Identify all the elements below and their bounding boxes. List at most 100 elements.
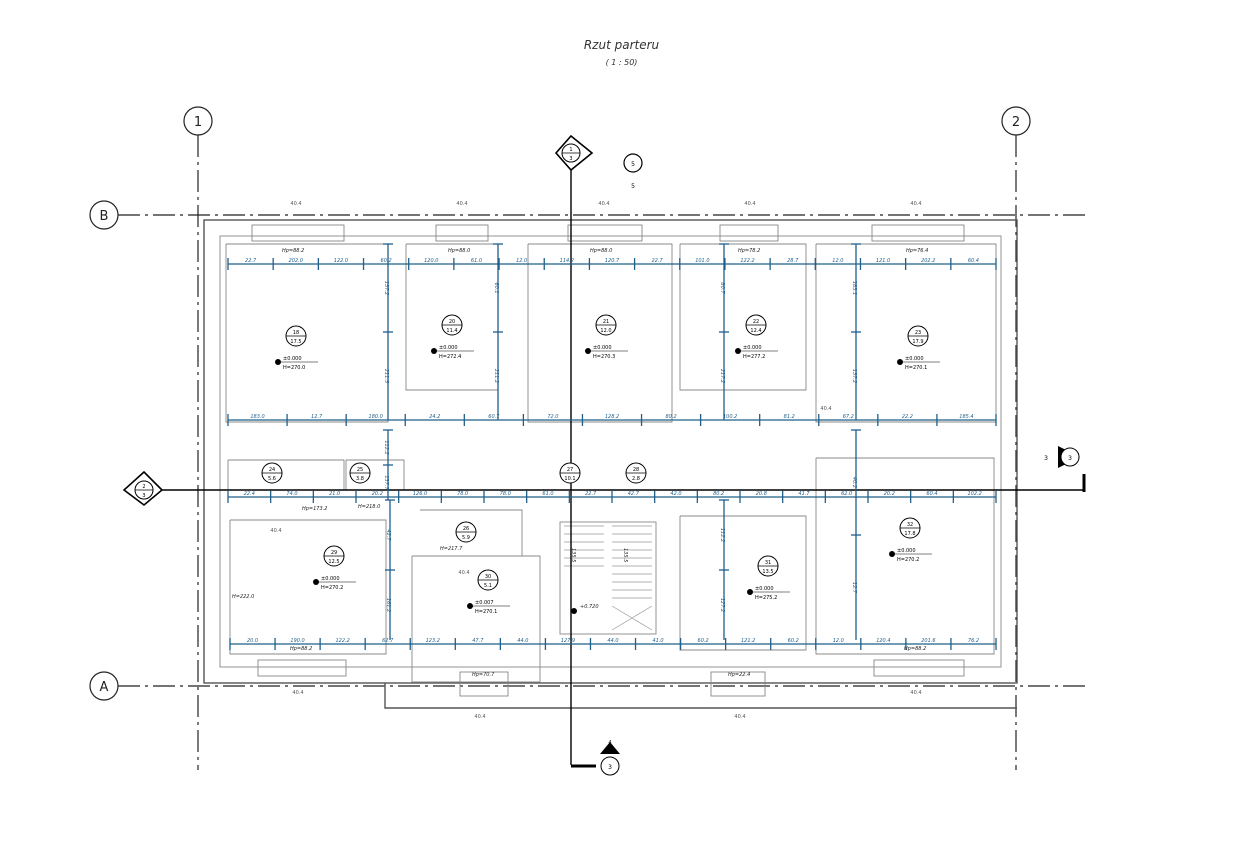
dimension-value: 60.2 bbox=[381, 258, 392, 264]
dimension-value: 20.8 bbox=[756, 491, 767, 497]
room-height: H=272.4 bbox=[439, 354, 461, 360]
window-label: H=218.0 bbox=[358, 504, 380, 510]
dimension-value: 41.7 bbox=[798, 491, 810, 497]
drawing-scale: ( 1 : 50) bbox=[605, 58, 638, 67]
dimension-value: 74.0 bbox=[286, 491, 297, 497]
room-tag[interactable]: 282.8 bbox=[625, 462, 647, 484]
dimension-value: 67.2 bbox=[843, 414, 854, 420]
room-number: 30 bbox=[485, 574, 491, 580]
opening-label: 40.4 bbox=[474, 714, 485, 720]
window-label: Hp=88.0 bbox=[448, 248, 470, 254]
room-number: 25 bbox=[357, 467, 363, 473]
window-bays-bottom bbox=[257, 659, 965, 697]
room-area: 5.9 bbox=[462, 535, 470, 541]
level-marker bbox=[889, 551, 895, 557]
window-label: Hp=88.2 bbox=[290, 646, 312, 652]
dimension-value: 78.0 bbox=[457, 491, 468, 497]
dimension-value: 21.0 bbox=[329, 491, 340, 497]
dimension-value: 137.2 bbox=[383, 281, 389, 295]
room-tag[interactable]: 265.9 bbox=[455, 521, 477, 543]
dimension-value: 122.0 bbox=[334, 258, 348, 264]
opening-label: 40.4 bbox=[598, 201, 609, 207]
opening-label: 40.4 bbox=[456, 201, 467, 207]
room-tag[interactable]: 245.6 bbox=[261, 462, 283, 484]
dimension-value: 22.7 bbox=[652, 258, 664, 264]
room-number: 31 bbox=[765, 560, 771, 566]
opening-label: 40.4 bbox=[458, 570, 469, 576]
grid-bubble-2: 2 bbox=[1001, 106, 1031, 136]
window-label: Hp=88.2 bbox=[904, 646, 926, 652]
section-marker-top[interactable]: 1 3 bbox=[554, 134, 594, 172]
room-number: 18 bbox=[293, 330, 299, 336]
dimension-value: 76.2 bbox=[968, 638, 979, 644]
dimension-value: 201.6 bbox=[921, 638, 935, 644]
opening-label: 40.4 bbox=[270, 528, 281, 534]
room-height: H=270.0 bbox=[283, 365, 305, 371]
dimension-value: 127.9 bbox=[561, 638, 575, 644]
dimension-value: 126.0 bbox=[413, 491, 427, 497]
room-area: 13.5 bbox=[762, 569, 773, 575]
dimension-value: 120.4 bbox=[876, 638, 890, 644]
dimension-value: 122.2 bbox=[740, 258, 754, 264]
stair-label-a: 135.5 bbox=[570, 548, 576, 562]
dimension-value: 183.1 bbox=[851, 281, 857, 295]
window-label: Hp=88.2 bbox=[282, 248, 304, 254]
dimension-value: 137.7 bbox=[383, 475, 389, 490]
section-marker-left[interactable]: 2 3 bbox=[122, 470, 164, 507]
window-label: Hp=173.2 bbox=[302, 506, 327, 512]
level-marker bbox=[585, 348, 591, 354]
dimension-value: 60.7 bbox=[488, 414, 500, 420]
dimension-value: 20.2 bbox=[372, 491, 383, 497]
room-area: 12.5 bbox=[328, 559, 339, 565]
section-right-letter: 3 bbox=[1044, 455, 1048, 462]
grid-label-b: B bbox=[100, 209, 109, 224]
level-marker bbox=[313, 579, 319, 585]
grid-bubble-1: 1 bbox=[183, 106, 213, 136]
room-area: 17.9 bbox=[912, 339, 923, 345]
room-height: H=275.2 bbox=[755, 595, 777, 601]
dimension-value: 20.2 bbox=[884, 491, 895, 497]
dimension-value: 101.0 bbox=[695, 258, 709, 264]
dimension-value: 41.0 bbox=[652, 638, 663, 644]
section-left-sheet: 3 bbox=[142, 493, 145, 499]
stair-label-b: 135.5 bbox=[622, 548, 628, 562]
grid-label-a: A bbox=[100, 680, 109, 695]
room-number: 27 bbox=[567, 467, 573, 473]
elevation-marker[interactable]: 5 5 bbox=[623, 153, 643, 190]
dimension-value: 22.7 bbox=[245, 258, 257, 264]
section-bottom-sheet: 3 bbox=[608, 764, 612, 771]
dimension-value: 62.0 bbox=[841, 491, 852, 497]
dimension-value: 80.2 bbox=[666, 414, 677, 420]
section-marker-bottom[interactable]: 4 3 bbox=[600, 740, 620, 776]
room-tag[interactable]: 253.8 bbox=[349, 462, 371, 484]
dimension-value: 22.2 bbox=[902, 414, 913, 420]
dimension-value: 121.2 bbox=[741, 638, 755, 644]
room-area: 5.1 bbox=[484, 583, 492, 589]
section-marker-right[interactable]: 3 3 bbox=[1044, 446, 1080, 468]
room-area: 2.8 bbox=[632, 476, 640, 482]
opening-label: 40.4 bbox=[910, 690, 921, 696]
room-number: 29 bbox=[331, 550, 337, 556]
dimension-value: 100.2 bbox=[723, 414, 737, 420]
stair-level: +0.720 bbox=[580, 604, 599, 610]
grid-label-2: 2 bbox=[1012, 115, 1020, 130]
